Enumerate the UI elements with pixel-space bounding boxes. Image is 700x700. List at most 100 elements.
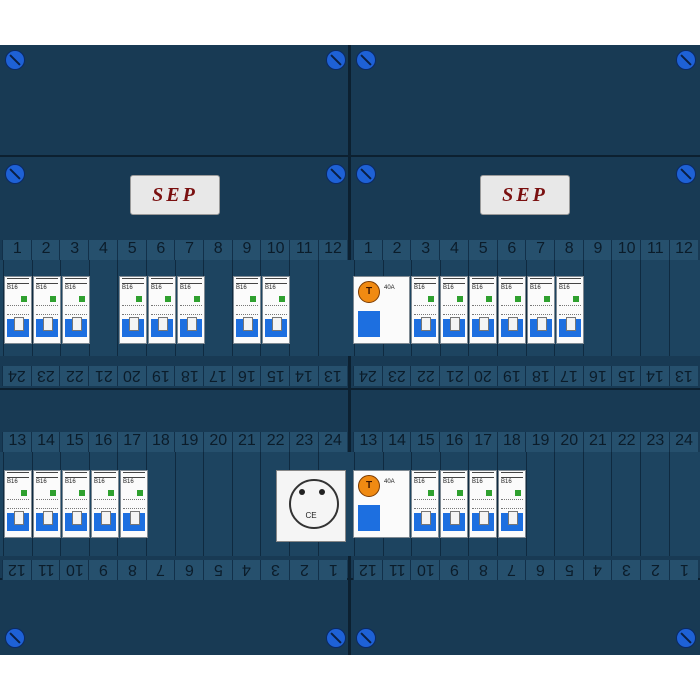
circuit-breaker[interactable]: B16 xyxy=(440,276,468,344)
module-slot xyxy=(31,260,33,356)
circuit-breaker[interactable]: B16 xyxy=(33,276,61,344)
status-indicator xyxy=(50,490,56,496)
circuit-breaker[interactable]: B16 xyxy=(62,276,90,344)
position-number: 15 xyxy=(260,366,290,386)
status-indicator xyxy=(79,490,85,496)
position-number: 12 xyxy=(353,560,383,580)
module-slot xyxy=(3,260,4,356)
breaker-toggle[interactable] xyxy=(272,317,282,331)
position-number: 6 xyxy=(145,240,176,260)
breaker-spec-text xyxy=(501,499,523,509)
position-number-label: 23 xyxy=(37,367,55,384)
position-number-label: 2 xyxy=(650,561,660,578)
position-number: 24 xyxy=(2,366,32,386)
circuit-breaker[interactable]: B16 xyxy=(4,470,32,538)
position-number: 5 xyxy=(467,240,498,260)
circuit-breaker[interactable]: B16 xyxy=(469,276,497,344)
breaker-rating: B16 xyxy=(94,479,105,485)
breaker-spec-text xyxy=(123,499,145,509)
socket-hole xyxy=(319,489,325,495)
breaker-toggle[interactable] xyxy=(43,317,53,331)
position-number-label: 21 xyxy=(589,432,607,449)
position-number-label: 19 xyxy=(502,367,521,384)
test-button[interactable]: T xyxy=(358,281,380,303)
circuit-breaker[interactable]: B16 xyxy=(498,470,526,538)
breaker-rating: B16 xyxy=(236,285,247,291)
breaker-toggle[interactable] xyxy=(187,317,197,331)
breaker-toggle[interactable] xyxy=(508,317,518,331)
position-number: 14 xyxy=(381,432,412,452)
circuit-breaker[interactable]: B16 xyxy=(498,276,526,344)
circuit-breaker[interactable]: B16 xyxy=(469,470,497,538)
circuit-breaker[interactable]: B16 xyxy=(4,276,32,344)
position-number-label: 15 xyxy=(416,432,435,449)
breaker-toggle[interactable] xyxy=(14,317,24,331)
position-number-label: 3 xyxy=(271,561,281,578)
breaker-toggle[interactable] xyxy=(566,317,576,331)
rcd-toggle[interactable] xyxy=(358,311,380,337)
position-number-label: 17 xyxy=(474,432,493,449)
position-number: 11 xyxy=(289,240,319,260)
test-button[interactable]: T xyxy=(358,475,380,497)
breaker-toggle[interactable] xyxy=(479,317,489,331)
breaker-toggle[interactable] xyxy=(537,317,547,331)
breaker-rating: B16 xyxy=(530,285,541,291)
position-number-label: 18 xyxy=(151,432,170,449)
position-number-label: 11 xyxy=(388,561,406,578)
circuit-breaker[interactable]: B16 xyxy=(440,470,468,538)
breaker-toggle[interactable] xyxy=(243,317,253,331)
breaker-toggle[interactable] xyxy=(450,317,460,331)
breaker-toggle[interactable] xyxy=(421,511,431,525)
circuit-breaker[interactable]: B16 xyxy=(119,276,147,344)
circuit-breaker[interactable]: B16 xyxy=(177,276,205,344)
position-number-label: 5 xyxy=(478,240,488,257)
circuit-breaker[interactable]: B16 xyxy=(91,470,119,538)
breaker-rating: B16 xyxy=(151,285,162,291)
power-socket[interactable]: CE xyxy=(276,470,346,542)
breaker-toggle[interactable] xyxy=(72,511,82,525)
status-indicator xyxy=(21,296,27,302)
breaker-toggle[interactable] xyxy=(43,511,53,525)
position-number: 14 xyxy=(289,366,319,386)
position-number-label: 3 xyxy=(421,240,431,257)
circuit-breaker[interactable]: B16 xyxy=(148,276,176,344)
circuit-breaker[interactable]: B16 xyxy=(411,276,439,344)
breaker-toggle[interactable] xyxy=(421,317,431,331)
breaker-toggle[interactable] xyxy=(158,317,168,331)
position-number: 19 xyxy=(525,432,555,452)
breaker-toggle[interactable] xyxy=(450,511,460,525)
circuit-breaker[interactable]: B16 xyxy=(120,470,148,538)
breaker-toggle[interactable] xyxy=(479,511,489,525)
breaker-toggle[interactable] xyxy=(14,511,24,525)
breaker-rating: B16 xyxy=(36,479,47,485)
position-number: 9 xyxy=(231,240,262,260)
breaker-brand xyxy=(122,278,144,284)
position-number: 8 xyxy=(202,240,233,260)
rcd-toggle[interactable] xyxy=(358,505,380,531)
breaker-toggle[interactable] xyxy=(129,317,139,331)
position-number: 10 xyxy=(260,240,290,260)
circuit-breaker[interactable]: B16 xyxy=(62,470,90,538)
breaker-brand xyxy=(65,278,87,284)
status-indicator xyxy=(515,490,521,496)
breaker-toggle[interactable] xyxy=(130,511,140,525)
circuit-breaker[interactable]: B16 xyxy=(33,470,61,538)
breaker-toggle[interactable] xyxy=(508,511,518,525)
ce-mark: CE xyxy=(305,511,317,520)
position-number: 17 xyxy=(467,432,498,452)
circuit-breaker[interactable]: B16 xyxy=(233,276,261,344)
module-slot xyxy=(231,260,233,356)
circuit-breaker[interactable]: B16 xyxy=(527,276,555,344)
position-number: 16 xyxy=(88,432,118,452)
circuit-breaker[interactable]: B16 xyxy=(262,276,290,344)
status-indicator xyxy=(573,296,579,302)
module-slot xyxy=(260,452,262,556)
breaker-toggle[interactable] xyxy=(101,511,111,525)
circuit-breaker[interactable]: B16 xyxy=(556,276,584,344)
circuit-breaker[interactable]: B16 xyxy=(411,470,439,538)
breaker-toggle[interactable] xyxy=(72,317,82,331)
breaker-spec-text xyxy=(122,305,144,315)
